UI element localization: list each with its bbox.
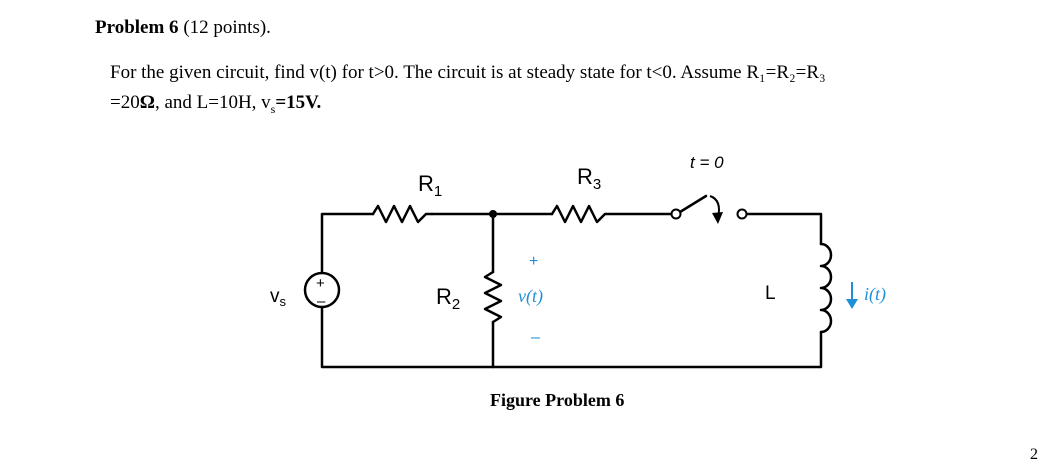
switch-contact-left <box>670 208 682 220</box>
v-plus: + <box>529 253 538 270</box>
node-dot <box>489 210 497 218</box>
l-label: L <box>765 283 776 304</box>
wire-top-right <box>740 212 823 246</box>
inductor-l <box>819 242 833 334</box>
r1-label: R1 <box>418 171 442 200</box>
switch-blade <box>678 194 708 214</box>
switch-label: t = 0 <box>690 153 724 172</box>
statement-resistance-value: =20 <box>110 92 140 113</box>
source-minus: – <box>317 293 326 310</box>
statement-inductance: , and L=10H, v <box>154 92 271 113</box>
wire-bottom-right <box>320 300 823 369</box>
switch-contact-right <box>736 208 748 220</box>
source-label: vs <box>270 286 287 309</box>
wire-top-left <box>320 212 375 281</box>
problem-title: Problem 6 <box>95 17 179 38</box>
page-number: 2 <box>1030 446 1038 463</box>
resistor-r3 <box>550 204 674 224</box>
resistor-r2 <box>483 270 503 324</box>
switch-arrow-head <box>712 212 723 224</box>
v-label: v(t) <box>518 286 543 307</box>
statement-line-2: =20Ω, and L=10H, vs=15V. <box>110 88 1045 124</box>
resistor-r1 <box>371 204 434 224</box>
problem-points: (12 points). <box>183 17 271 38</box>
ohm-symbol: Ω <box>139 92 155 113</box>
r3-label: R3 <box>577 164 601 193</box>
problem-statement: For the given circuit, find v(t) for t>0… <box>110 58 1045 124</box>
source-plus: + <box>316 275 325 292</box>
statement-line-1: For the given circuit, find v(t) for t>0… <box>110 62 826 83</box>
figure-caption: Figure Problem 6 <box>490 390 625 410</box>
i-label: i(t) <box>864 284 886 305</box>
problem-heading: Problem 6 (12 points). <box>95 17 271 39</box>
current-arrow-head <box>846 299 858 309</box>
statement-source-value: =15V. <box>275 92 322 113</box>
voltage-source <box>303 271 341 309</box>
v-minus: – <box>531 329 540 346</box>
r2-label: R2 <box>436 284 460 313</box>
statement-source-subscript: s <box>270 101 276 116</box>
